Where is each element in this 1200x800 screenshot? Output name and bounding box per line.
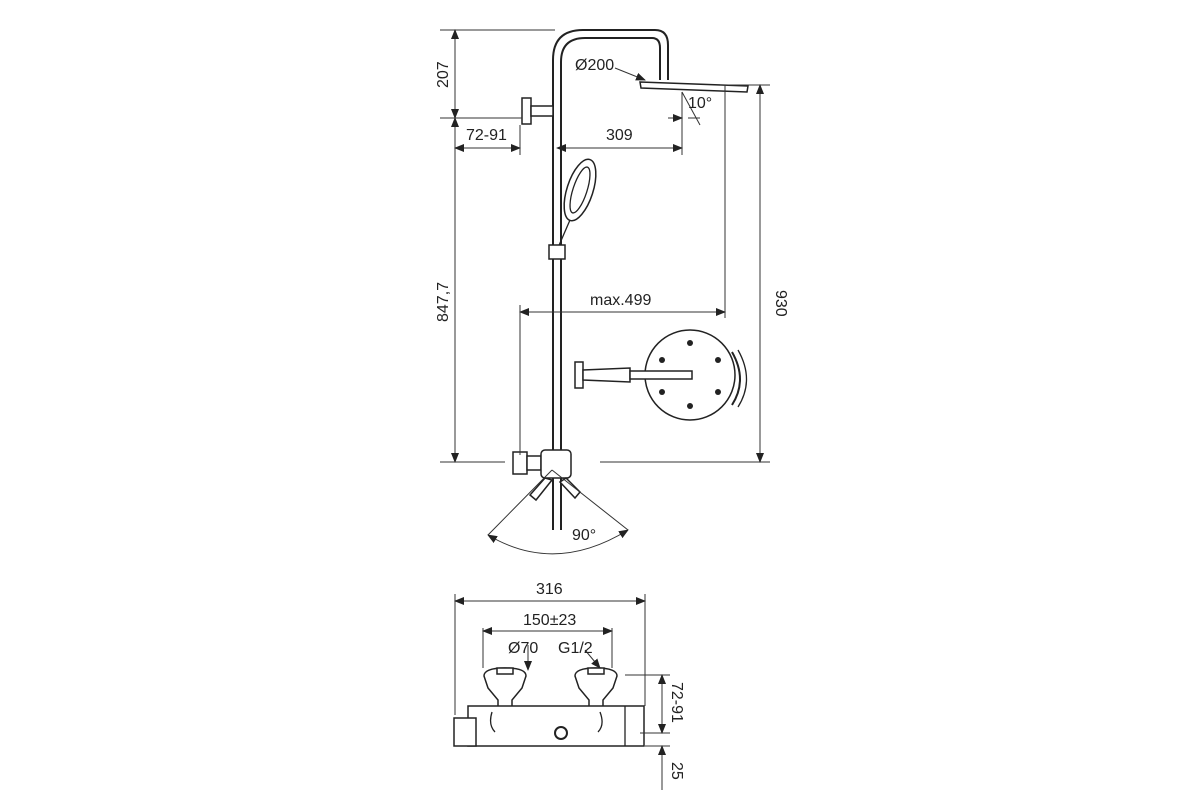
mixer-front-view	[453, 667, 645, 747]
hand-shower	[548, 158, 597, 260]
dim-label-total-height: 930	[772, 290, 789, 317]
wall-bracket	[521, 97, 554, 125]
riser-pipe	[552, 29, 669, 530]
dim-label-wall-depth: 72-91	[668, 682, 685, 723]
dim-label-thread: G1/2	[558, 640, 593, 657]
mixer-dimension-lines	[454, 594, 670, 790]
dim-label-escutcheon: Ø70	[508, 640, 538, 657]
dim-label-rotation: 90°	[572, 527, 596, 544]
dim-label-tilt: 10°	[688, 95, 712, 112]
dimension-lines	[440, 29, 770, 463]
dim-label-207: 207	[435, 61, 452, 88]
dim-label-wall-distance: 72-91	[466, 127, 507, 144]
dim-label-mixer-width: 316	[536, 581, 563, 598]
dim-label-max-reach: max.499	[590, 292, 651, 309]
dim-label-outlet-offset: 25	[668, 762, 685, 780]
shower-head-top-view	[574, 329, 748, 421]
rotation-arc	[487, 469, 629, 555]
dim-label-arm-length: 309	[606, 127, 633, 144]
dim-label-inlet-spacing: 150±23	[523, 612, 576, 629]
dim-label-head-diameter: Ø200	[575, 57, 614, 74]
overhead-shower-head	[639, 81, 749, 93]
thermostat-side-view	[512, 449, 582, 502]
dim-label-rail-height: 847,7	[435, 282, 452, 322]
